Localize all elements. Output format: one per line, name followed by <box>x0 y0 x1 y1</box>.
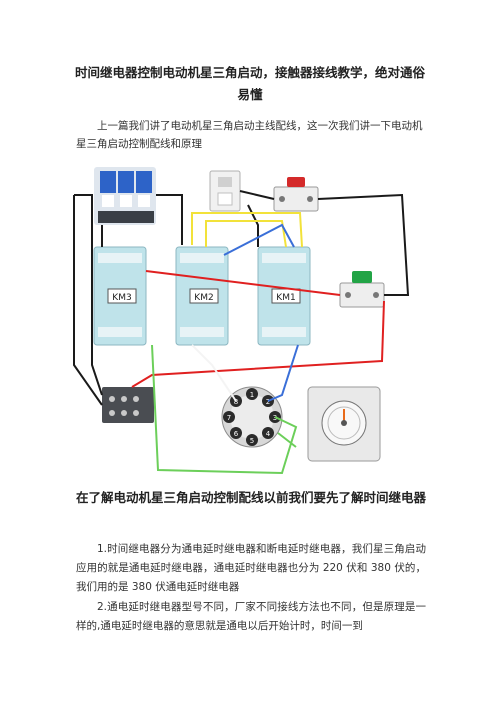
time-relay <box>307 386 381 462</box>
contactor-km3-label: KM3 <box>112 293 131 303</box>
wire-yellow <box>191 212 303 248</box>
paragraph-2-text: 2.通电延时继电器型号不同，厂家不同接线方法也不同，但是原理是一样的,通电延时继… <box>76 601 426 632</box>
paragraph-2: 2.通电延时继电器型号不同，厂家不同接线方法也不同，但是原理是一样的,通电延时继… <box>76 598 426 636</box>
wire-black <box>73 190 410 406</box>
article-title: 时间继电器控制电动机星三角启动，接触器接线教学，绝对通俗易懂 <box>74 65 425 102</box>
wire-blue <box>223 223 299 402</box>
socket-pin-2: 2 <box>266 398 270 406</box>
relay-socket: 1 2 3 4 5 6 7 8 <box>221 386 283 448</box>
paragraph-1-text: 1.时间继电器分为通电延时继电器和断电延时继电器，我们星三角启动应用的就是通电延… <box>76 543 426 593</box>
control-fuse <box>209 170 241 212</box>
contactor-km3: KM3 <box>93 246 147 346</box>
contactor-km1-label: KM1 <box>276 293 295 303</box>
socket-pin-1: 1 <box>250 391 254 399</box>
wire-white <box>191 344 237 402</box>
stop-button <box>273 177 319 212</box>
socket-pin-8: 8 <box>234 398 238 406</box>
section-heading: 在了解电动机星三角启动控制配线以前我们要先了解时间继电器 <box>76 490 427 505</box>
wire-green <box>151 344 298 475</box>
wire-red <box>131 270 385 388</box>
socket-pin-7: 7 <box>227 414 231 422</box>
contactor-km2: KM2 <box>175 246 229 346</box>
contactor-km1: KM1 <box>257 246 311 346</box>
contactor-km2-label: KM2 <box>194 293 213 303</box>
terminal-block <box>102 387 154 423</box>
paragraph-1: 1.时间继电器分为通电延时继电器和断电延时继电器，我们星三角启动应用的就是通电延… <box>76 540 426 597</box>
intro-paragraph: 上一篇我们讲了电动机星三角启动主线配线，这一次我们讲一下电动机星三角启动控制配线… <box>76 117 426 153</box>
circuit-breaker <box>94 167 156 225</box>
socket-pin-6: 6 <box>234 430 239 438</box>
intro-text: 上一篇我们讲了电动机星三角启动主线配线，这一次我们讲一下电动机星三角启动控制配线… <box>76 120 423 150</box>
socket-pin-4: 4 <box>266 430 271 438</box>
start-button <box>339 271 385 308</box>
wiring-diagram: KM3 KM2 KM1 1 2 3 4 5 <box>73 167 410 475</box>
socket-pin-5: 5 <box>250 437 254 445</box>
